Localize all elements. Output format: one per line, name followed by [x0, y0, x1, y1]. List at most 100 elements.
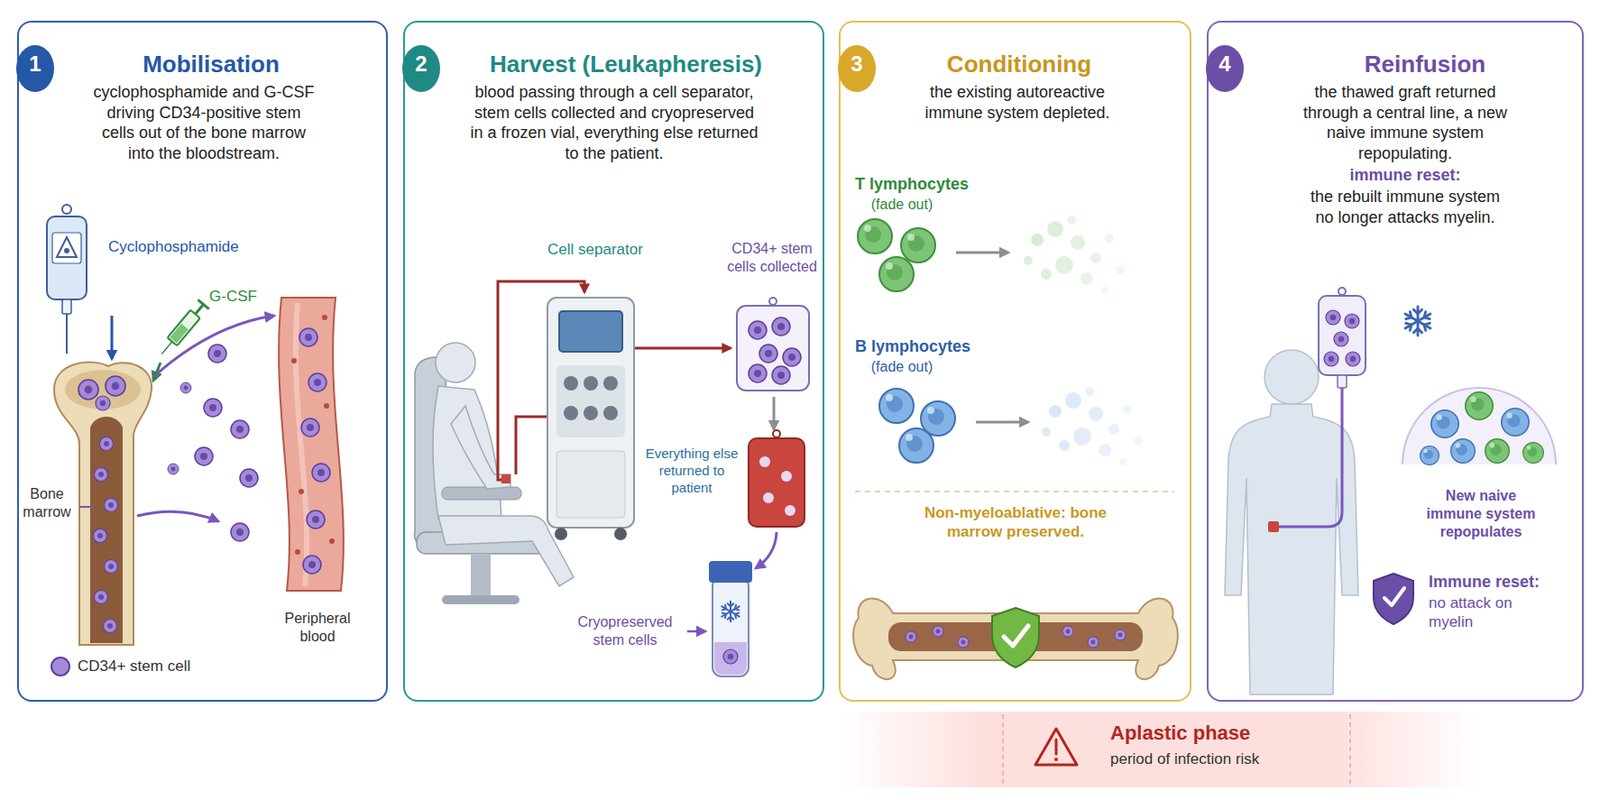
chair-and-patient-part: [435, 342, 476, 383]
femur-bone: [54, 362, 152, 645]
cryo-vial-part: [708, 560, 753, 583]
faded-t-cells-part: [1030, 233, 1044, 247]
legend-entry: CD34+ stem cell: [50, 656, 231, 679]
phase-title: Aplastic phase: [1110, 720, 1399, 746]
blood-vessel-part: [329, 538, 335, 544]
naive-immune-cells-part: [1465, 392, 1493, 420]
cryo-vial-part: [723, 649, 738, 664]
step-panel: Reinfusionthe thawed graft returned thro…: [1206, 20, 1584, 702]
chair-and-patient-part: [450, 405, 511, 489]
graft-bag-part: [1333, 331, 1349, 347]
reset-heading: immune reset:: [1296, 165, 1514, 186]
iv-bag-part: [64, 248, 70, 254]
femur-bone-part: [94, 590, 109, 605]
returned-blood-bag-part: [759, 456, 771, 468]
legend-text: CD34+ stem cell: [77, 657, 191, 676]
t-lymphocytes-part: [857, 219, 892, 254]
cell-type-label: B lymphocytes: [855, 336, 1036, 358]
panel-heading: Harvest (Leukapheresis): [445, 49, 807, 80]
femur-bone-part: [94, 468, 109, 482]
marrow-note: Non-myeloablative: bone marrow preserved…: [907, 503, 1124, 543]
graft-bag-part: [1338, 287, 1346, 295]
t-lymphocytes-part: [879, 257, 914, 292]
blood-vessel-part: [299, 328, 318, 347]
preserved-bone-part: [932, 625, 944, 637]
flow-arrow: [772, 396, 776, 430]
collected-cell-bag-part: [736, 305, 810, 391]
preserved-bone-part: [853, 598, 1178, 681]
b-lymphocytes: [879, 388, 956, 463]
collected-cell-bag-part: [769, 297, 777, 305]
faded-b-cells-part: [1048, 404, 1062, 418]
mobilised-cells-part: [203, 398, 222, 417]
reset-body: the rebuilt immune system no longer atta…: [1300, 186, 1510, 228]
panel-heading: Reinfusion: [1289, 49, 1561, 80]
step-number-badge: 2: [402, 45, 441, 92]
femur-bone-part: [64, 369, 141, 410]
iv-bag-part: [62, 299, 72, 314]
naive-immune-cells-part: [1402, 387, 1556, 465]
apheresis-tubing-part: [501, 474, 511, 484]
step-panel: Harvest (Leukapheresis)blood passing thr…: [403, 20, 825, 702]
blood-vessel-part: [301, 418, 320, 437]
cell-separator-machine-part: [556, 450, 626, 518]
cell-separator-machine-part: [563, 405, 579, 421]
faded-t-cells-part: [1040, 268, 1052, 280]
graft-bag-part: [1325, 310, 1341, 325]
preserved-bone-part: [1087, 636, 1099, 648]
t-lymphocytes-part: [901, 228, 936, 263]
collected-cell-bag-part: [772, 317, 791, 336]
phase-band: Aplastic phase period of infection risk: [841, 711, 1480, 788]
faded-b-cells-part: [1098, 443, 1112, 457]
cell-separator-machine-part: [559, 311, 623, 352]
freeze-arrow: [755, 532, 777, 569]
preserved-bone: [853, 598, 1178, 681]
returned-blood-bag-part: [772, 430, 781, 438]
preserved-bone-part: [1114, 629, 1126, 641]
chair-and-patient-part: [470, 553, 491, 596]
cell-separator-machine-part: [554, 527, 568, 541]
faded-b-cells-part: [1108, 423, 1120, 435]
vial-leader: [687, 630, 706, 634]
faded-t-cells-part: [1080, 272, 1094, 286]
syringe-part: [169, 323, 189, 344]
anatomy-label: Bone marrow: [18, 485, 76, 522]
mobilised-cells-part: [239, 468, 258, 488]
mobilised-cells-part: [194, 447, 213, 466]
blood-vessel: [278, 297, 344, 591]
femur-bone-part: [100, 437, 114, 451]
blood-vessel-part: [321, 314, 328, 321]
phase-note: period of infection risk: [1110, 749, 1399, 769]
panel-heading: Conditioning: [883, 49, 1155, 80]
device-label: Cell separator: [523, 239, 668, 259]
b-lymphocytes-part: [879, 388, 914, 423]
iv-bag: [46, 204, 87, 354]
patient-silhouette-part: [1224, 404, 1359, 695]
cell-separator-machine-part: [556, 365, 626, 438]
returned-blood-bag-part: [748, 438, 805, 527]
faded-t-cells-part: [1070, 235, 1086, 250]
preserved-bone-part: [957, 636, 969, 648]
step-number-badge: 4: [1205, 45, 1244, 92]
naive-immune-cells-part: [1431, 410, 1459, 438]
graft-bag: [1268, 287, 1366, 533]
naive-immune-cells-part: [1402, 387, 1556, 465]
faded-b-cells-part: [1073, 427, 1092, 446]
faded-b-cells: [1041, 386, 1143, 466]
graft-bag-part: [1345, 351, 1361, 367]
mobilised-cells-part: [208, 344, 227, 363]
blood-vessel-part: [308, 373, 327, 392]
faded-b-cells-part: [1088, 406, 1104, 422]
cell-separator-machine-part: [547, 297, 635, 528]
legend-swatch: [50, 656, 71, 677]
blood-vessel-part: [298, 488, 304, 495]
graft-bag-part: [1337, 375, 1347, 388]
step-number: 3: [837, 45, 876, 92]
b-lymphocytes-part: [899, 428, 934, 463]
panel-body: blood passing through a cell separator, …: [469, 82, 759, 164]
cryo-vial-part: [721, 601, 739, 622]
depletion-arrow: [956, 251, 1009, 255]
mobilised-cells-part: [180, 382, 192, 394]
divider-line: [855, 490, 1175, 493]
returned-blood-bag-part: [784, 505, 796, 516]
